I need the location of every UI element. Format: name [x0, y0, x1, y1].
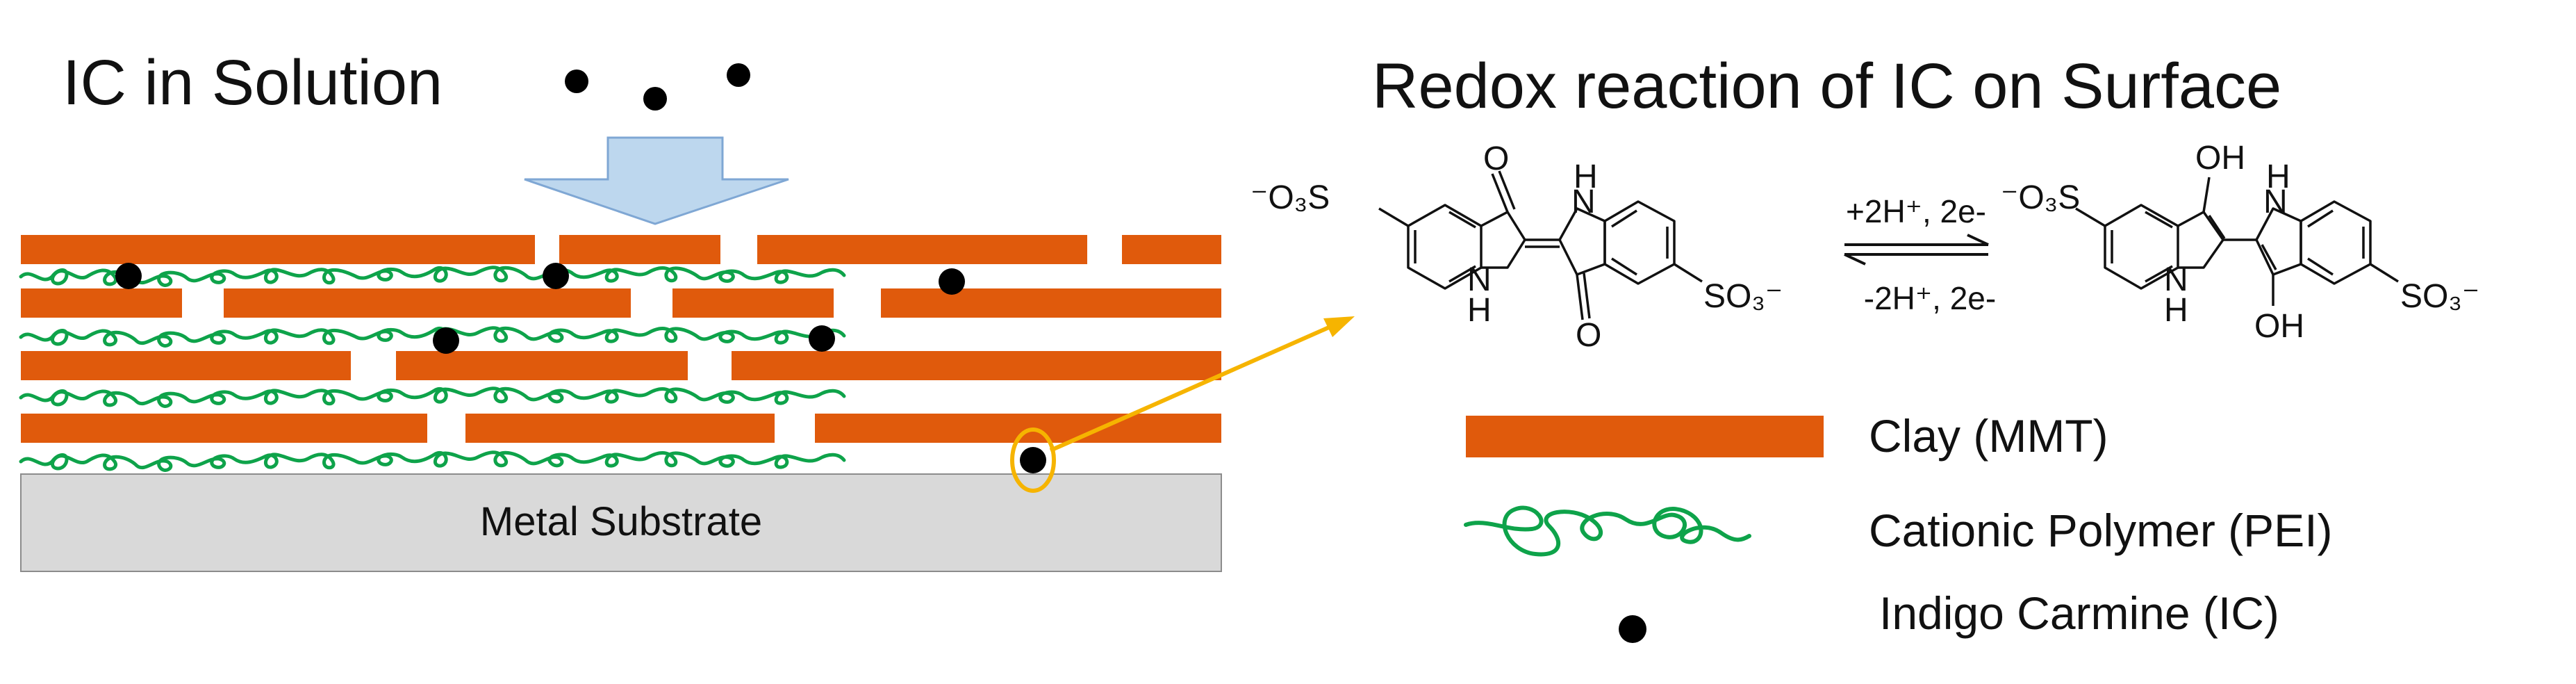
sulfonate-right-label: SO₃⁻ — [1703, 278, 1783, 315]
leuco-sulfonate-left-label: ⁻O₃S — [2001, 179, 2080, 216]
pointer-line — [1049, 325, 1332, 453]
leuco-amine-bottom-n-label: N — [2164, 261, 2188, 298]
hydroxyl-top-label: OH — [2195, 140, 2245, 177]
clay-platelet — [881, 288, 1221, 318]
benzene-ring — [2300, 200, 2372, 285]
legend-clay-label: Clay (MMT) — [1869, 410, 2108, 462]
clay-platelet — [21, 351, 351, 380]
diffusion-arrow — [524, 136, 789, 225]
clay-platelet — [21, 414, 427, 443]
equilibrium-arrows — [1844, 234, 1989, 266]
leuco-amine-top-n-label: N — [2263, 184, 2288, 220]
embedded-ic-dots — [115, 263, 1046, 473]
legend-polymer-label: Cationic Polymer (PEI) — [1869, 505, 2333, 556]
legend-ic-swatch — [1619, 615, 1646, 643]
indigo-carmine-structure — [1378, 170, 1703, 320]
hydroxyl-bottom-label: OH — [2254, 308, 2304, 345]
ic-dot — [939, 268, 965, 295]
substrate-label: Metal Substrate — [480, 499, 762, 544]
amine-top-h-label: H — [1574, 158, 1598, 195]
polymer-strands — [19, 266, 846, 472]
legend-polymer-swatch — [1464, 505, 1751, 557]
leuco-amine-bottom-h-label: H — [2164, 292, 2188, 329]
ic-dot — [643, 87, 667, 111]
legend-clay-swatch — [1466, 416, 1824, 457]
legend: Clay (MMT) Cationic Polymer (PEI) Indigo… — [1464, 410, 2333, 643]
clay-platelet — [21, 235, 535, 264]
clay-platelet — [1122, 235, 1221, 264]
leuco-sulfonate-right-label: SO₃⁻ — [2400, 278, 2479, 315]
metal-substrate — [20, 473, 1222, 572]
clay-platelet — [465, 414, 775, 443]
clay-platelet — [396, 351, 688, 380]
clay-platelet — [559, 235, 720, 264]
legend-ic-label: Indigo Carmine (IC) — [1879, 587, 2279, 639]
ic-dot — [809, 325, 835, 352]
ic-dot — [727, 63, 750, 87]
clay-platelet — [732, 351, 1221, 380]
solution-ic-dots — [565, 63, 750, 111]
highlight-ellipse — [1010, 427, 1056, 493]
pointer-arrowhead — [1323, 316, 1355, 337]
amine-bottom-n-label: N — [1467, 261, 1492, 298]
right-title: Redox reaction of IC on Surface — [1372, 51, 2281, 122]
leuco-amine-top-h-label: H — [2266, 158, 2290, 195]
oxo-bottom-label: O — [1576, 317, 1601, 354]
benzene-ring — [1603, 200, 1676, 285]
forward-condition: +2H⁺, 2e- — [1846, 193, 1986, 229]
ic-dot — [433, 327, 459, 354]
clay-platelet — [21, 288, 182, 318]
sulfonate-left-label: ⁻O₃S — [1250, 179, 1330, 216]
ic-dot — [543, 263, 569, 289]
ic-dot — [565, 70, 588, 93]
clay-platelet — [224, 288, 631, 318]
oxo-top-label: O — [1483, 140, 1509, 177]
clay-platelet — [757, 235, 1087, 264]
clay-platelet — [672, 288, 834, 318]
left-title: IC in Solution — [63, 47, 443, 118]
amine-bottom-h-label: H — [1467, 292, 1492, 329]
reverse-condition: -2H⁺, 2e- — [1864, 280, 1996, 316]
amine-top-n-label: N — [1571, 184, 1596, 220]
ic-dot — [115, 263, 142, 289]
leuco-indigo-carmine-structure — [2075, 177, 2399, 306]
ic-dot — [1020, 447, 1046, 473]
